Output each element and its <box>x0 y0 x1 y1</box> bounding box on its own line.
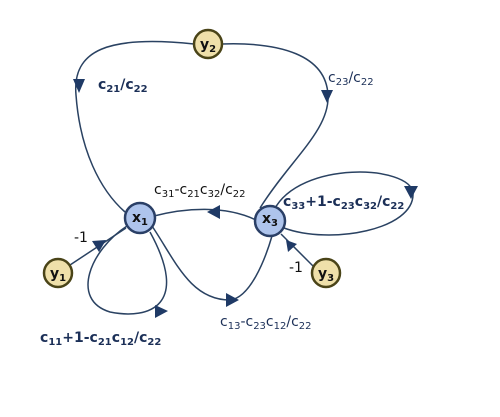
arrowhead-x1-to-x3 <box>226 293 239 307</box>
node-y2-label: y2 <box>200 37 216 55</box>
edge-x1-to-x3 <box>151 225 273 301</box>
arrowhead-x1-self-loop <box>155 305 168 318</box>
edge-labels: c21/c22 c23/c22 c31-c21c32/c22 c33+1-c23… <box>40 70 404 348</box>
node-y1: y1 <box>42 257 74 289</box>
edge-label-y3-x3: -1 <box>289 260 303 276</box>
arrowhead-y1-to-x1 <box>92 240 106 252</box>
node-y1-label: y1 <box>50 266 66 284</box>
edge-y3-to-x3 <box>280 233 314 267</box>
edge-label-x3-y2: c23/c22 <box>328 70 374 88</box>
node-x3: x3 <box>253 204 287 238</box>
node-y2: y2 <box>192 28 224 60</box>
node-x3-label: x3 <box>262 211 278 229</box>
edge-label-y1-x1: -1 <box>74 230 88 246</box>
edge-x3-to-y2 <box>221 43 329 209</box>
edge-label-y2-x1: c21/c22 <box>98 77 148 95</box>
node-y3-label: y3 <box>318 266 334 284</box>
arrowheads <box>73 79 418 318</box>
arrowhead-x3-self-loop <box>404 186 418 199</box>
edge-label-x1-x3: c13-c23c12/c22 <box>220 314 312 332</box>
node-x1-label: x1 <box>132 210 148 228</box>
node-x1: x1 <box>123 201 157 235</box>
arrowhead-x3-to-y2 <box>321 90 333 103</box>
edge-label-x3-self-loop: c33+1-c23c32/c22 <box>283 194 404 212</box>
arrowhead-y3-to-x3 <box>286 240 297 252</box>
nodes: y2 x1 x3 y1 y3 <box>42 28 342 289</box>
edge-y2-to-x1 <box>75 40 195 213</box>
node-y3: y3 <box>310 257 342 289</box>
edge-label-x1-self-loop: c11+1-c21c12/c22 <box>40 330 161 348</box>
edge-x1-self-loop <box>87 225 168 315</box>
edge-label-x3-x1: c31-c21c32/c22 <box>154 182 246 200</box>
edge-x3-to-x1 <box>153 208 257 221</box>
arrowhead-x3-to-x1 <box>207 205 220 219</box>
arrowhead-y2-to-x1 <box>73 79 85 93</box>
